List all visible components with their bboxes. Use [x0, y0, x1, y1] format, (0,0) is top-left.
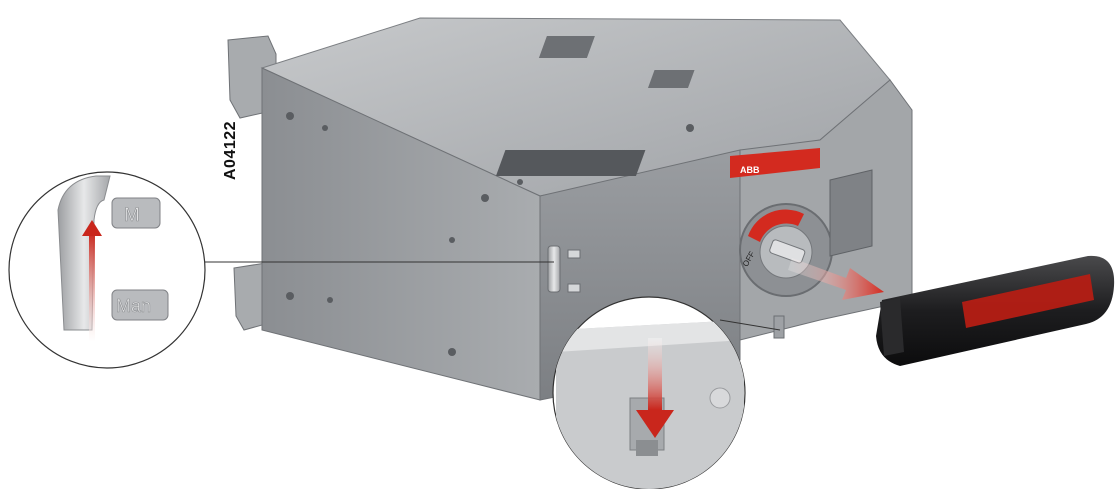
manual-mode-key [111, 289, 169, 321]
lower-latch[interactable] [773, 315, 785, 339]
upward-arrow-icon [82, 220, 102, 236]
downward-arrow-shaft [648, 338, 662, 410]
detail-lever [57, 175, 111, 331]
side-screws [286, 112, 694, 356]
top-slot-1 [538, 36, 595, 58]
motor-mode-key [111, 197, 161, 229]
operating-handle[interactable] [876, 255, 1115, 366]
motor-mode-label: M [124, 205, 140, 226]
mode-switch[interactable] [547, 245, 581, 293]
rotary-dial: OFF [739, 203, 833, 297]
detail-circle-mode-switch: M Man [8, 171, 206, 369]
top-slot-2 [647, 70, 695, 88]
manual-mode-label: Man [116, 296, 151, 316]
right-module-window [829, 169, 873, 257]
detail-circle-latch [552, 296, 746, 489]
downward-arrow-icon [636, 410, 674, 438]
top-grille [495, 150, 646, 176]
brand-text: ABB [740, 165, 760, 175]
figure-code: A04122 [222, 120, 239, 180]
brand-strip [730, 148, 820, 178]
detail-screw [709, 387, 731, 409]
pull-out-arrow [788, 258, 884, 300]
detail-upward-arrow-shaft [89, 232, 95, 342]
leader-line-bottom [719, 319, 781, 331]
